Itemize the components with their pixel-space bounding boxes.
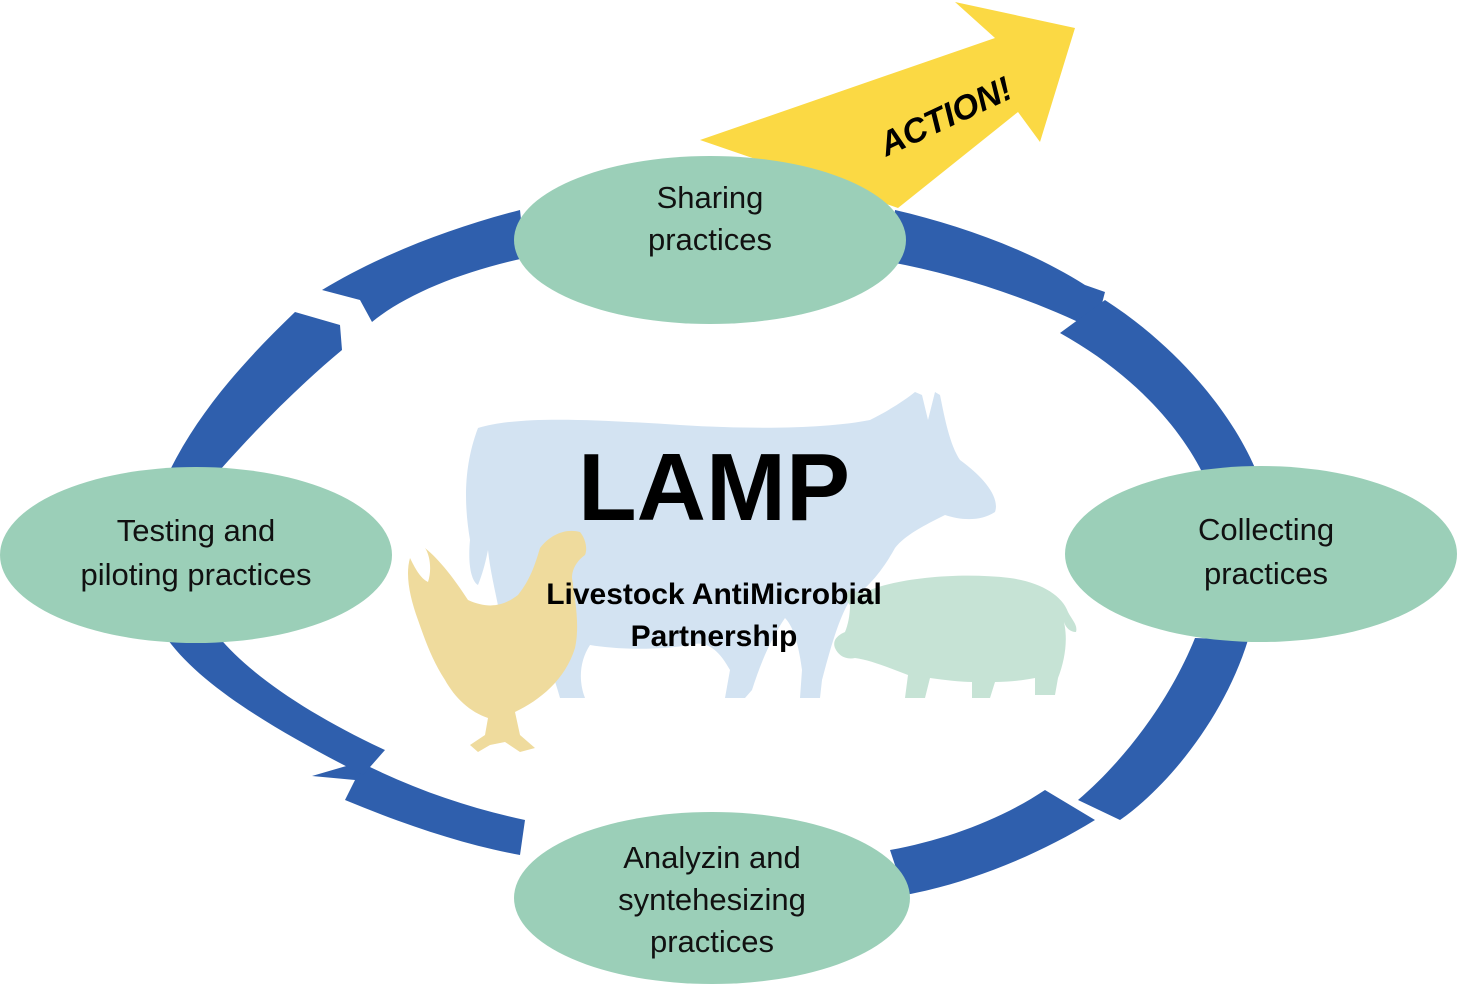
cycle-arrow-top-left	[322, 210, 525, 322]
node-collecting-ellipse	[1065, 466, 1457, 642]
node-testing-practices: Testing and piloting practices	[0, 467, 392, 643]
node-sharing-line-2: practices	[648, 222, 772, 257]
subtitle-line-2: Partnership	[631, 620, 798, 653]
node-analyzing-line-2: syntehesizing	[618, 882, 806, 917]
center-title: LAMP Livestock AntiMicrobial Partnership	[546, 434, 882, 653]
cycle-arrow-left-upper	[170, 312, 342, 470]
cycle-arrow-bottom-right	[890, 790, 1095, 895]
cow-silhouette-icon	[466, 392, 996, 698]
cycle-arrow-bottom-left	[312, 762, 525, 855]
page-title: LAMP	[578, 434, 850, 541]
cycle-arrow-left-lower	[168, 636, 385, 775]
node-analyzing-line-3: practices	[650, 924, 774, 959]
node-collecting-practices: Collecting practices	[1065, 466, 1457, 642]
node-sharing-ellipse	[514, 156, 906, 324]
node-sharing-line-1: Sharing	[657, 180, 764, 215]
node-testing-line-1: Testing and	[117, 513, 276, 548]
pig-silhouette-icon	[834, 575, 1077, 698]
node-analyzing-line-1: Analyzin and	[623, 840, 801, 875]
cycle-ring	[168, 210, 1255, 895]
node-collecting-line-2: practices	[1204, 556, 1328, 591]
cycle-arrow-top-right	[890, 210, 1105, 330]
node-sharing-practices: Sharing practices	[514, 156, 906, 324]
cycle-arrow-right-lower	[1078, 638, 1248, 820]
action-arrow-shape	[700, 2, 1075, 208]
subtitle-line-1: Livestock AntiMicrobial	[546, 578, 882, 611]
animals	[407, 392, 1077, 752]
node-analyzing-ellipse	[514, 812, 910, 984]
node-testing-ellipse	[0, 467, 392, 643]
cycle-arrow-right-upper	[1060, 300, 1255, 478]
node-testing-line-2: piloting practices	[81, 557, 312, 592]
node-analyzing-practices: Analyzin and syntehesizing practices	[514, 812, 910, 984]
chicken-silhouette-icon	[407, 530, 587, 752]
node-collecting-line-1: Collecting	[1198, 512, 1334, 547]
